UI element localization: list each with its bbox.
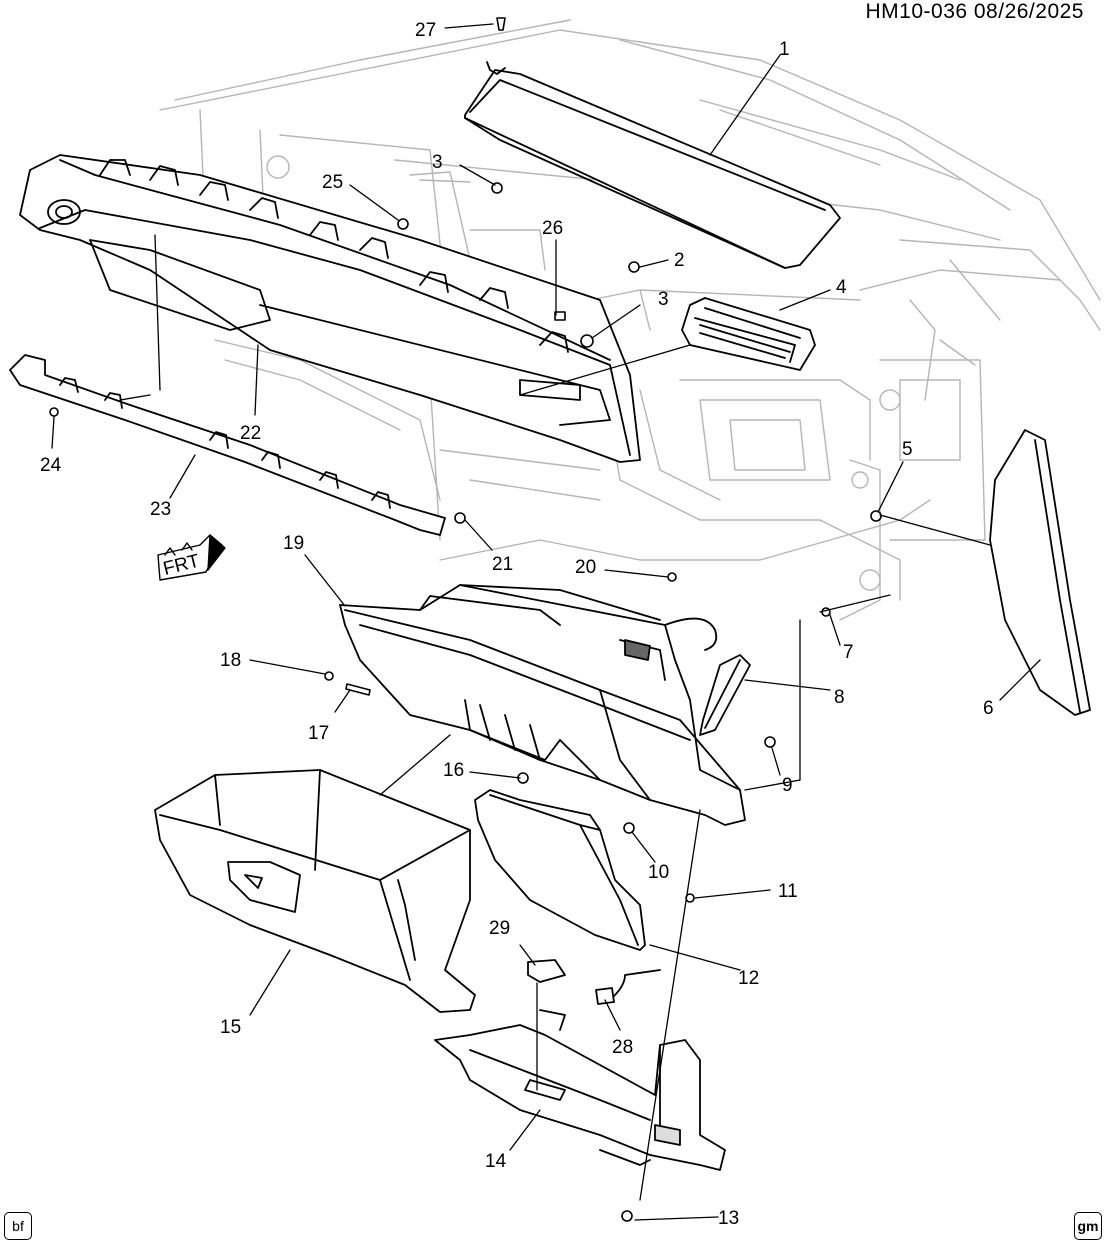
callout-3: 3 (432, 152, 443, 173)
part-6-end-cap (989, 429, 1091, 716)
callout-19: 19 (283, 533, 304, 554)
callout-13: 13 (718, 1208, 739, 1229)
callout-1: 1 (779, 39, 790, 60)
callout-11: 11 (778, 881, 798, 902)
callout-4: 4 (836, 277, 847, 298)
part-4-air-outlet (681, 297, 816, 371)
part-1-upper-panel (464, 61, 841, 269)
callout-27: 27 (415, 20, 436, 41)
callout-12: 12 (738, 968, 759, 989)
callout-15: 15 (220, 1017, 241, 1038)
leader-lines (51, 23, 1041, 1221)
frt-arrow-icon (157, 534, 226, 581)
gm-logo-badge: gm (1074, 1212, 1102, 1240)
callout-24: 24 (40, 455, 62, 476)
callout-18: 18 (220, 650, 241, 671)
callout-25: 25 (322, 172, 343, 193)
callout-28: 28 (612, 1037, 633, 1058)
callout-22: 22 (240, 423, 261, 444)
callout-21: 21 (492, 554, 513, 575)
bf-badge: bf (4, 1212, 32, 1240)
callout-2: 2 (674, 250, 685, 271)
part-15-glovebox-door (154, 769, 476, 1013)
callout-10: 10 (648, 862, 669, 883)
part-23-trim-strip (9, 354, 446, 536)
callout-20: 20 (575, 557, 596, 578)
part-22-trim-panel (19, 154, 641, 463)
part-29-switch (527, 959, 661, 1005)
callout-6: 6 (983, 698, 994, 719)
callout-29: 29 (489, 918, 510, 939)
part-8-module (699, 654, 751, 736)
part-19-glovebox-housing (339, 584, 746, 826)
callout-8: 8 (834, 687, 845, 708)
callout-5: 5 (902, 439, 913, 460)
callout-3b: 3 (658, 289, 669, 310)
callout-7: 7 (843, 642, 854, 663)
callout-numbers: 1 2 3 3 4 5 6 7 8 9 10 11 12 13 14 15 16… (40, 20, 994, 1229)
callout-17: 17 (308, 723, 329, 744)
callout-26: 26 (542, 218, 563, 239)
callout-14: 14 (485, 1151, 507, 1172)
callout-16: 16 (443, 760, 464, 781)
callout-9: 9 (782, 775, 793, 796)
callout-23: 23 (150, 499, 171, 520)
part-14-bracket (434, 1009, 726, 1171)
part-12-lower-panel (474, 789, 646, 951)
diagram-code: HM10-036 08/26/2025 (865, 0, 1084, 23)
